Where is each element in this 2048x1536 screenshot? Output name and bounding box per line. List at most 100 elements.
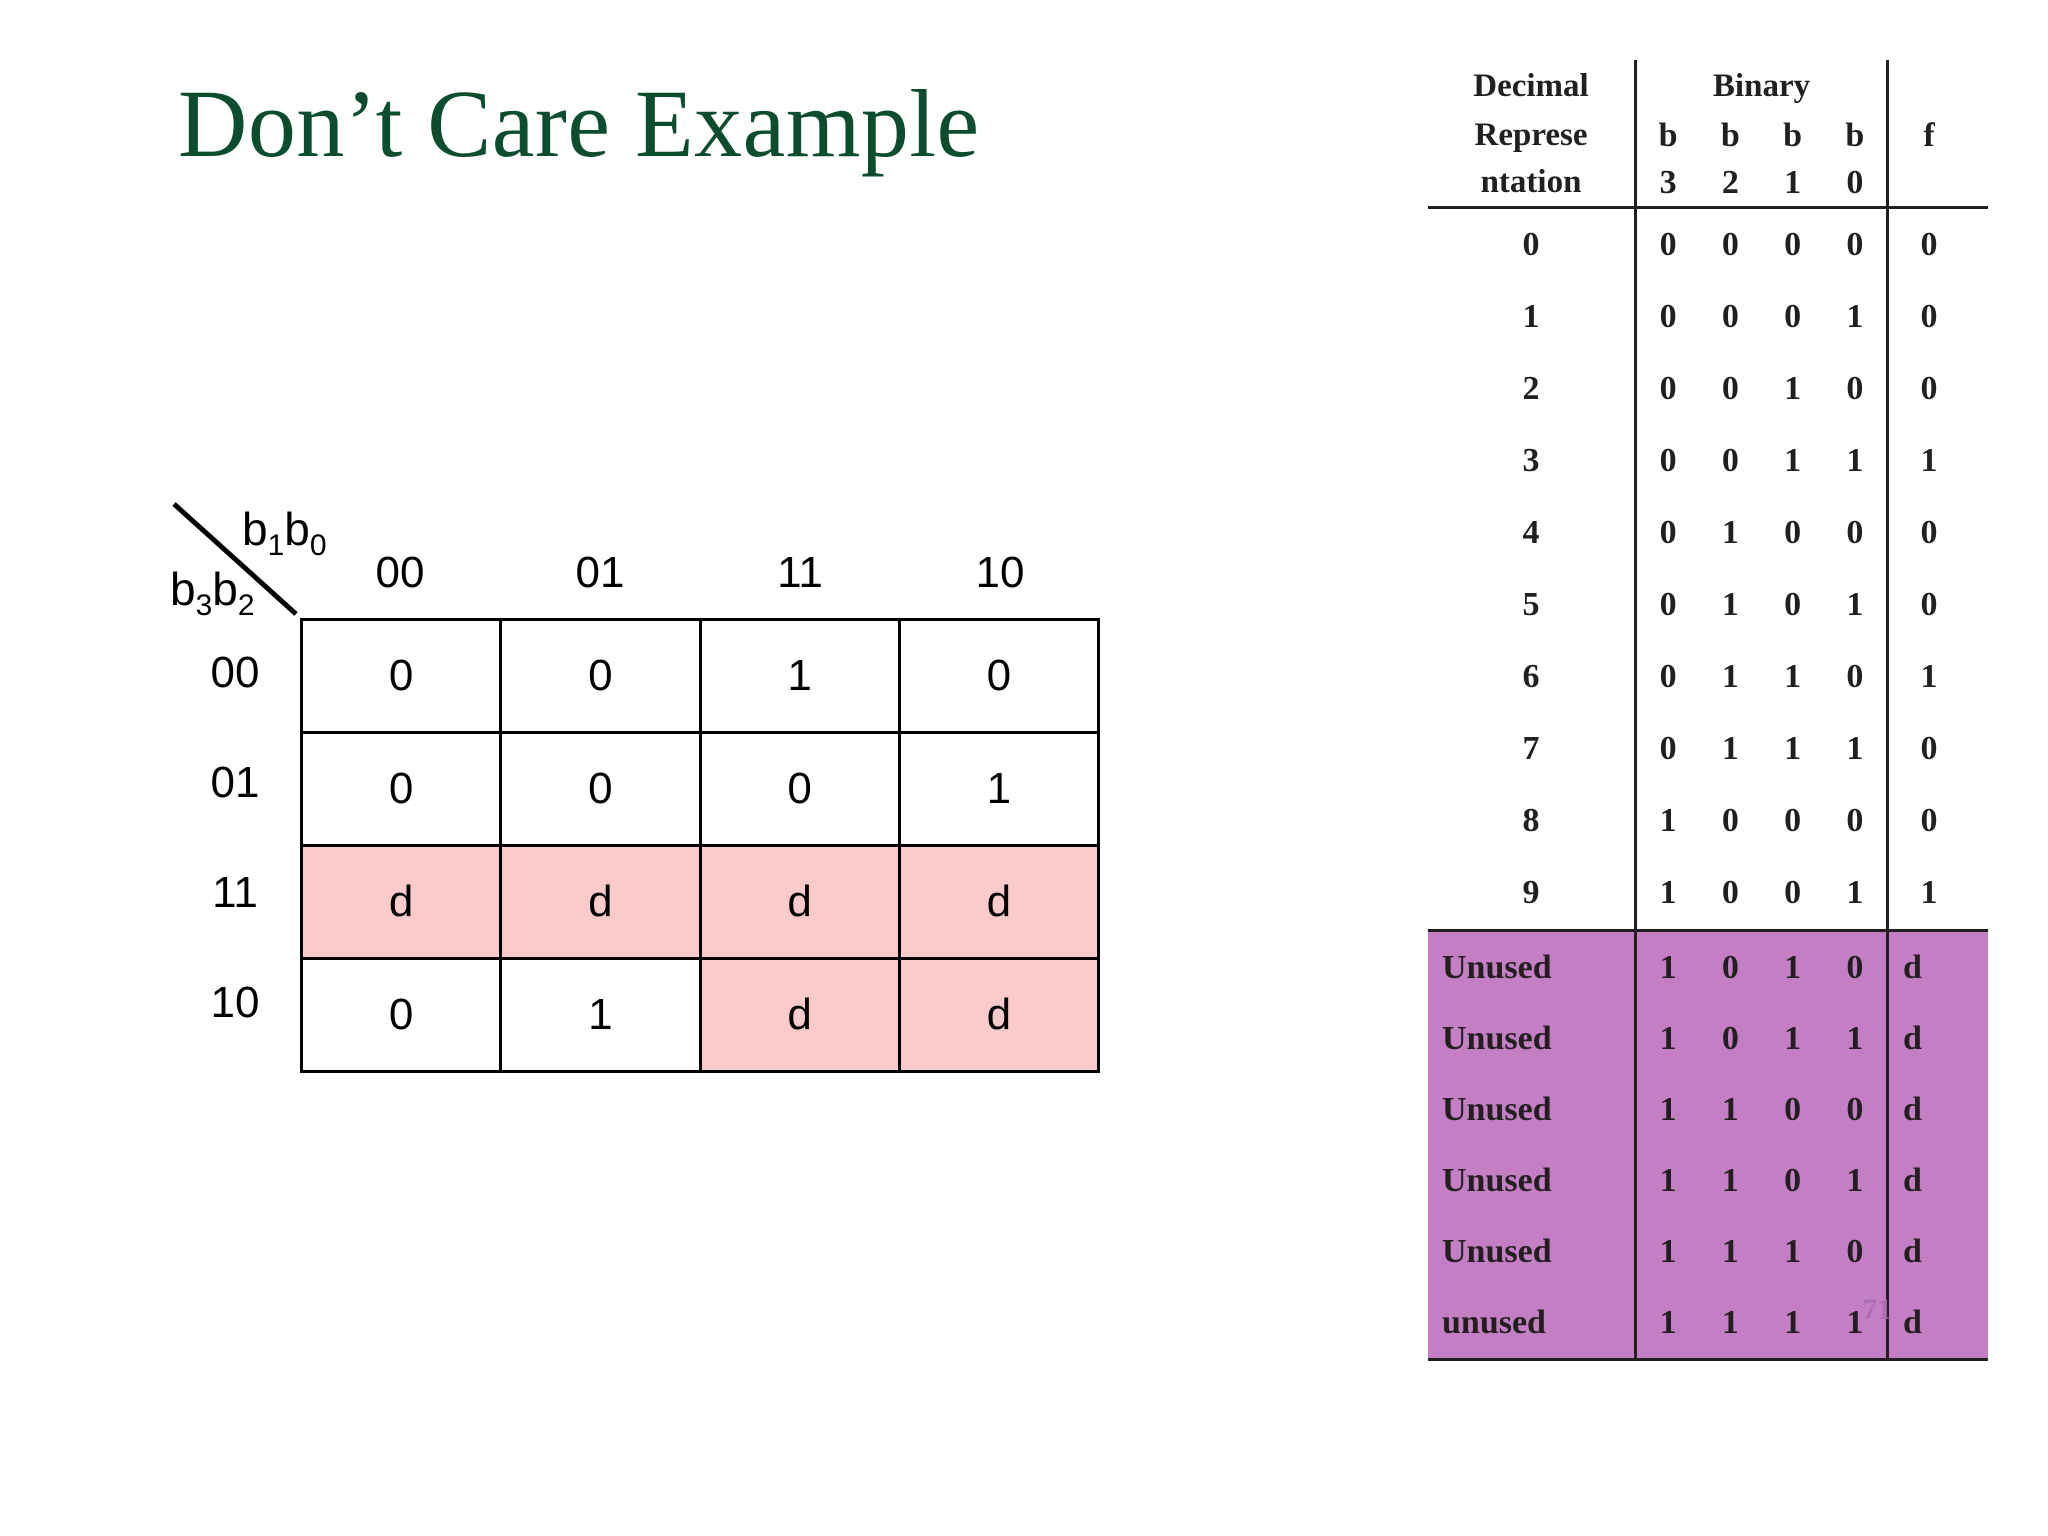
- row-bit-b3: 0: [1659, 514, 1677, 551]
- row-bit-b2: 0: [1721, 948, 1739, 986]
- kmap-row-header-10: 10: [210, 978, 260, 1027]
- header-decimal-line-1: Decimal: [1473, 67, 1589, 104]
- kmap-column-header-00: 00: [375, 548, 425, 597]
- header-divider: [1428, 206, 1988, 209]
- row-decimal-label: Unused: [1442, 1232, 1552, 1270]
- kmap-column-header-10: 10: [975, 548, 1025, 597]
- row-bit-b2: 0: [1721, 298, 1739, 335]
- row-decimal-label: 6: [1522, 658, 1540, 695]
- row-bit-b2: 1: [1721, 1303, 1739, 1341]
- header-bit-sub-3: 3: [1659, 163, 1677, 201]
- kmap-cell-11-11[interactable]: d: [698, 844, 901, 960]
- row-decimal-label: 3: [1522, 442, 1540, 479]
- kmap-cell-00-10[interactable]: 0: [897, 618, 1101, 734]
- row-f-value: 1: [1920, 874, 1938, 911]
- kmap-cell-01-01[interactable]: 0: [499, 731, 702, 847]
- row-bit-b2: 1: [1721, 1232, 1739, 1270]
- row-decimal-label: 0: [1522, 226, 1540, 263]
- row-bit-b0: 0: [1846, 802, 1864, 839]
- row-bit-b2: 0: [1721, 226, 1739, 263]
- row-bit-b0: 0: [1846, 1232, 1864, 1270]
- row-bit-b1: 0: [1784, 586, 1802, 623]
- row-decimal-label: 9: [1522, 874, 1540, 911]
- row-bit-b1: 0: [1784, 1161, 1802, 1199]
- kmap-row-header-00: 00: [210, 648, 260, 697]
- kmap-cell-00-00[interactable]: 0: [299, 618, 503, 734]
- kmap-cell-11-00[interactable]: d: [299, 844, 503, 960]
- row-decimal-label: Unused: [1442, 1161, 1552, 1199]
- row-bit-b0: 1: [1846, 1161, 1864, 1199]
- truth-table-header-row-1: Decimal Binary: [1428, 60, 1988, 112]
- row-bit-b3: 0: [1659, 658, 1677, 695]
- row-bit-b0: 1: [1846, 730, 1864, 767]
- row-bit-b1: 1: [1784, 370, 1802, 407]
- row-bit-b0: 0: [1846, 514, 1864, 551]
- kmap-side-variable-label: b3b2: [170, 562, 255, 621]
- row-f-value: 0: [1920, 514, 1938, 551]
- row-bit-b3: 1: [1659, 1090, 1677, 1128]
- kmap-cell-11-10[interactable]: d: [897, 844, 1101, 960]
- kmap-cell-00-01[interactable]: 0: [499, 618, 702, 734]
- kmap-cell-01-11[interactable]: 0: [698, 731, 901, 847]
- kmap-cell-10-01[interactable]: 1: [499, 957, 702, 1073]
- kmap-side-var-b-first: b: [170, 563, 196, 615]
- kmap-cell-10-00[interactable]: 0: [299, 957, 503, 1073]
- row-bit-b3: 1: [1659, 1303, 1677, 1341]
- row-decimal-label: Unused: [1442, 1019, 1552, 1057]
- kmap-cell-10-11[interactable]: d: [698, 957, 901, 1073]
- row-decimal-label: 2: [1522, 370, 1540, 407]
- kmap-row-header-11: 11: [212, 868, 258, 917]
- diagonal-line-icon: [172, 502, 298, 616]
- row-bit-b1: 0: [1784, 298, 1802, 335]
- header-bit-sub-2: 2: [1721, 163, 1739, 201]
- kmap-side-var-sub-2: 2: [237, 589, 255, 623]
- row-bit-b3: 1: [1659, 802, 1677, 839]
- row-f-value: d: [1903, 1019, 1922, 1057]
- row-f-value: 1: [1920, 658, 1938, 695]
- kmap-cell-01-00[interactable]: 0: [299, 731, 503, 847]
- row-f-value: d: [1903, 948, 1922, 986]
- row-bit-b3: 1: [1659, 874, 1677, 911]
- header-binary-label: Binary: [1712, 67, 1811, 104]
- kmap-cell-01-10[interactable]: 1: [897, 731, 1101, 847]
- row-f-value: 0: [1920, 586, 1938, 623]
- kmap-cell-00-11[interactable]: 1: [698, 618, 901, 734]
- header-bit-sub-0: 0: [1846, 163, 1864, 201]
- kmap-cell-11-01[interactable]: d: [499, 844, 702, 960]
- row-bit-b0: 1: [1846, 586, 1864, 623]
- page-title: Don’t Care Example: [178, 70, 980, 177]
- row-bit-b2: 0: [1721, 802, 1739, 839]
- row-f-value: d: [1903, 1232, 1922, 1270]
- row-bit-b0: 1: [1846, 298, 1864, 335]
- row-bit-b2: 0: [1721, 874, 1739, 911]
- kmap-cell-10-10[interactable]: d: [897, 957, 1101, 1073]
